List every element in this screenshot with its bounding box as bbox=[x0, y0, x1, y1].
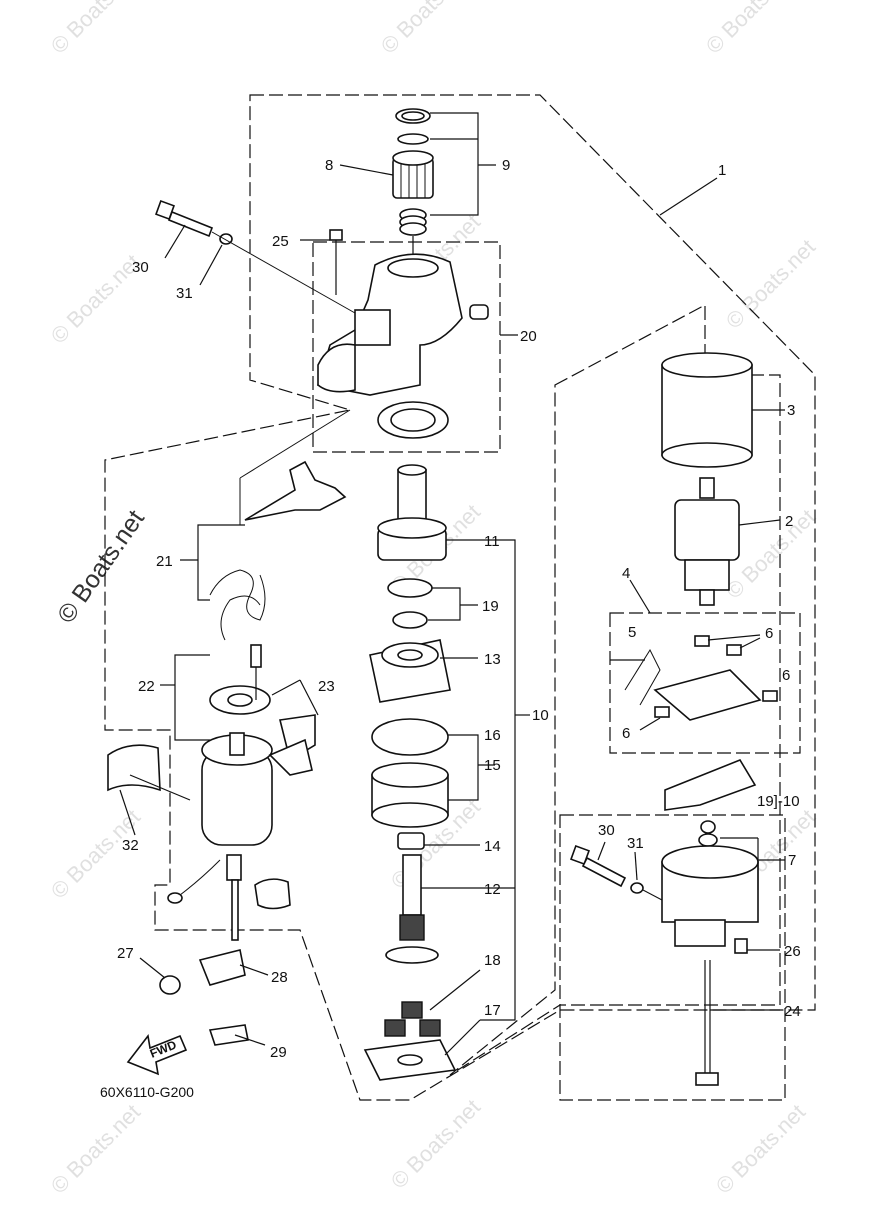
front-housing bbox=[316, 253, 489, 439]
callout-label: 25 bbox=[272, 233, 289, 250]
callout-label: 22 bbox=[138, 678, 155, 695]
rear-cover-box bbox=[559, 814, 786, 1101]
callout-label: 32 bbox=[122, 837, 139, 854]
part-code: 60X6110-G200 bbox=[100, 1084, 194, 1100]
callout-label: 4 bbox=[622, 565, 630, 582]
callout-label: 7 bbox=[788, 852, 796, 869]
callout-label: 30 bbox=[598, 822, 615, 839]
callout-label: 6 bbox=[782, 667, 790, 684]
planet-gear bbox=[384, 1019, 406, 1037]
callout-label: 18 bbox=[484, 952, 501, 969]
callout-label: 8 bbox=[325, 157, 333, 174]
yoke bbox=[661, 352, 785, 468]
assembly-boundaries bbox=[104, 94, 816, 1101]
callout-label: 31 bbox=[627, 835, 644, 852]
bolt-30-bottom bbox=[570, 841, 663, 901]
watermark: © Boats.net bbox=[701, 0, 800, 59]
watermark: © Boats.net bbox=[711, 1099, 810, 1198]
callout-label: 2 bbox=[785, 513, 793, 530]
watermark: © Boats.net bbox=[46, 249, 145, 348]
watermark: © Boats.net bbox=[46, 1099, 145, 1198]
brush-holder bbox=[610, 634, 778, 731]
fwd-arrow-icon: FWD bbox=[126, 1034, 188, 1076]
planet-gear bbox=[419, 1019, 441, 1037]
watermark: © Boats.net bbox=[46, 0, 145, 59]
callout-label: 24 bbox=[784, 1003, 801, 1020]
callout-label: 17 bbox=[484, 1002, 501, 1019]
callout-label: 3 bbox=[787, 402, 795, 419]
callout-label: 10 bbox=[532, 707, 549, 724]
callout-label: 27 bbox=[117, 945, 134, 962]
center-bracket bbox=[369, 639, 478, 703]
callout-label: 5 bbox=[628, 624, 636, 641]
callout-label: 16 bbox=[484, 727, 501, 744]
callout-label: 14 bbox=[484, 838, 501, 855]
watermark: © Boats.net bbox=[376, 0, 475, 59]
screw-26 bbox=[734, 938, 748, 954]
callout-label: 9 bbox=[502, 157, 510, 174]
shift-fork bbox=[209, 460, 347, 641]
bushing bbox=[254, 878, 291, 910]
callout-label: 19]-10 bbox=[757, 793, 800, 810]
callout-label: 21 bbox=[156, 553, 173, 570]
watermark: © Boats.net bbox=[386, 1094, 485, 1193]
callout-label: 20 bbox=[520, 328, 537, 345]
solenoid bbox=[167, 644, 316, 904]
band bbox=[107, 744, 161, 792]
bolt-30-top bbox=[155, 200, 356, 314]
callout-label: 19 bbox=[482, 598, 499, 615]
through-bolt-24 bbox=[695, 960, 780, 1086]
callout-label: 1 bbox=[718, 162, 726, 179]
planet-shaft bbox=[385, 854, 480, 964]
internal-gear bbox=[371, 762, 449, 828]
gasket bbox=[371, 718, 449, 756]
watermark: © Boats.net bbox=[721, 234, 820, 333]
callout-label: 11 bbox=[484, 533, 500, 550]
planet-gear bbox=[401, 1001, 423, 1019]
washer bbox=[392, 611, 428, 629]
callout-label: 26 bbox=[784, 943, 801, 960]
pinion-stack bbox=[392, 108, 434, 260]
watermark-large: © Boats.net bbox=[52, 505, 150, 628]
callout-label: 23 bbox=[318, 678, 335, 695]
callout-label: 28 bbox=[271, 969, 288, 986]
callout-label: 31 bbox=[176, 285, 193, 302]
callout-label: 6 bbox=[622, 725, 630, 742]
rear-cover bbox=[661, 759, 785, 947]
callout-label: 29 bbox=[270, 1044, 287, 1061]
pin-assembly bbox=[139, 879, 269, 1046]
c-ring bbox=[387, 578, 433, 598]
drive-gear bbox=[377, 464, 480, 561]
armature bbox=[674, 477, 781, 606]
callout-label: 6 bbox=[765, 625, 773, 642]
callout-label: 30 bbox=[132, 259, 149, 276]
callout-label: 13 bbox=[484, 651, 501, 668]
callouts: 1 2 3 4 5 6 6 6 7 8 9 10 19]-10 11 12 13… bbox=[117, 157, 801, 1061]
callout-label: 12 bbox=[484, 881, 501, 898]
callout-label: 15 bbox=[484, 757, 501, 774]
